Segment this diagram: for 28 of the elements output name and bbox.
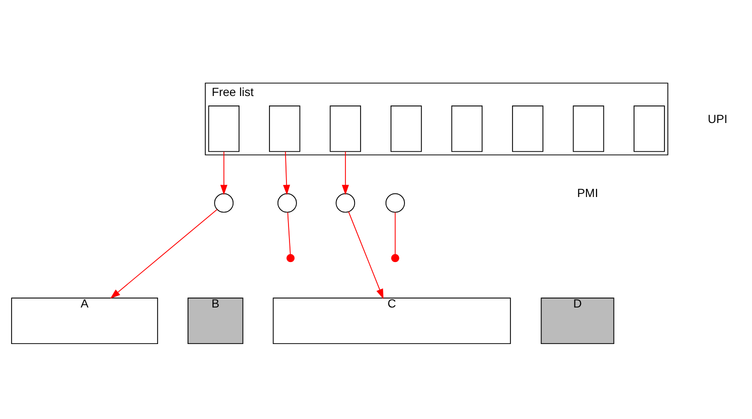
node-box xyxy=(390,105,422,152)
cluster: Free list xyxy=(204,82,668,155)
node-circle xyxy=(336,192,356,212)
node-cross xyxy=(391,254,400,262)
node-cross xyxy=(286,254,295,262)
arrow xyxy=(348,210,384,299)
node-circle xyxy=(386,192,405,212)
node-box xyxy=(451,105,483,152)
arrow xyxy=(110,208,218,298)
node-box: D xyxy=(540,297,614,344)
node-box xyxy=(512,105,544,152)
arrow xyxy=(220,150,228,194)
node-box: A xyxy=(11,297,158,344)
label: PMI xyxy=(577,186,598,200)
node-circle xyxy=(214,192,234,212)
node-box xyxy=(208,105,240,152)
arrow xyxy=(283,150,290,194)
connector xyxy=(287,211,291,254)
node-box xyxy=(634,105,665,152)
label: UPI xyxy=(708,111,728,126)
node-box xyxy=(269,105,300,152)
node-box xyxy=(330,105,362,152)
node-circle xyxy=(277,192,297,212)
connector xyxy=(394,211,396,254)
node-box xyxy=(572,105,604,152)
node-box: B xyxy=(188,297,244,344)
node-box: C xyxy=(272,297,511,344)
arrow xyxy=(342,150,349,194)
